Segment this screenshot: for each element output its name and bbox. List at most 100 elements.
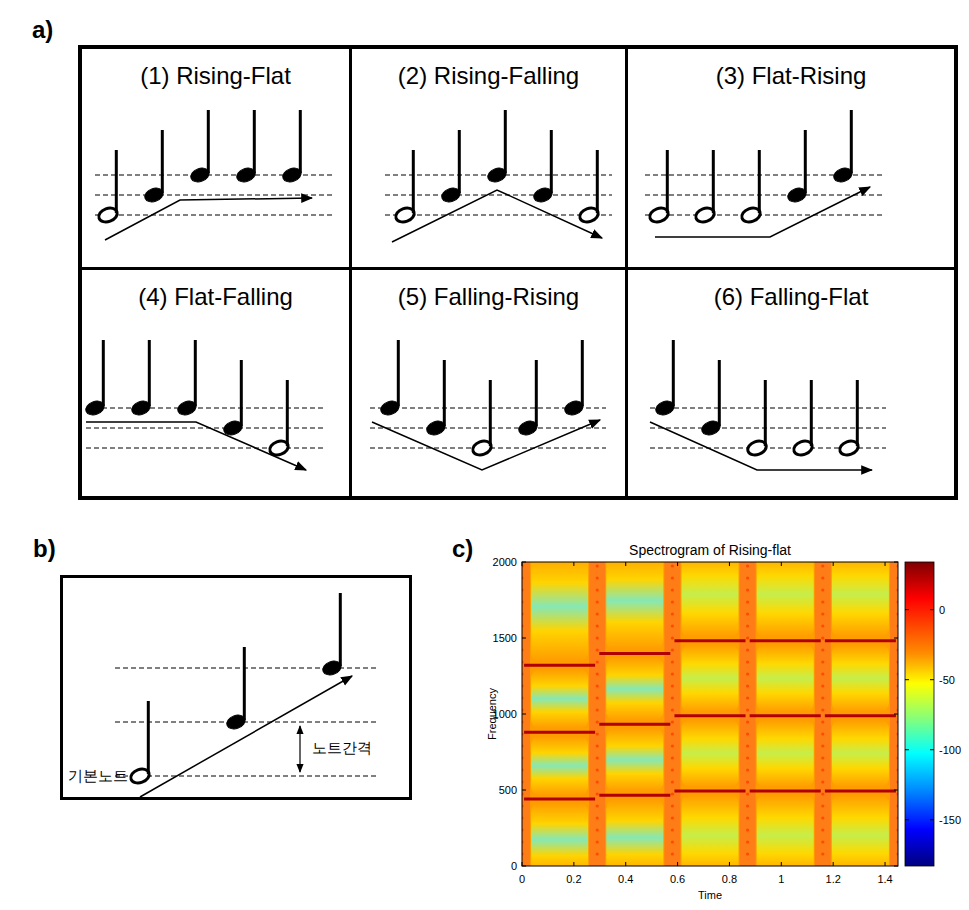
- onset-texture: [821, 612, 824, 615]
- onset-texture: [596, 768, 599, 771]
- staff-guide-line: [95, 215, 332, 216]
- tick-mark: [905, 679, 909, 680]
- onset-texture: [596, 804, 599, 807]
- note-stem: [194, 340, 197, 406]
- onset-texture: [821, 648, 824, 651]
- text-holder: 1: [778, 873, 784, 886]
- note-stem: [718, 360, 721, 426]
- onset-texture: [596, 780, 599, 783]
- text-holder: Time: [698, 889, 722, 902]
- note-stem: [443, 360, 446, 426]
- onset-texture: [821, 840, 824, 843]
- tick-mark: [781, 862, 782, 866]
- text-holder: 기본노트: [68, 766, 128, 786]
- axis-tick-label: 500: [499, 784, 517, 797]
- text-holder: (6) Falling-Flat: [628, 282, 954, 311]
- tick-mark: [905, 609, 909, 610]
- onset-texture: [671, 564, 674, 567]
- tick-mark: [894, 866, 898, 867]
- onset-texture: [821, 696, 824, 699]
- tick-mark: [573, 562, 574, 566]
- onset-band: [740, 562, 756, 866]
- text-holder: (4) Flat-Falling: [82, 282, 349, 311]
- onset-texture: [671, 600, 674, 603]
- axis-tick-label: 0: [519, 873, 525, 886]
- panel-frame: b)기본노트노트간격: [60, 575, 412, 800]
- harmonic-line: [674, 639, 745, 642]
- onset-band: [890, 562, 898, 866]
- note-stem: [207, 110, 210, 173]
- pattern-title: (2) Rising-Falling: [398, 61, 579, 90]
- onset-texture: [821, 708, 824, 711]
- onset-texture: [746, 816, 749, 819]
- onset-texture: [596, 840, 599, 843]
- text-holder: 0: [939, 603, 945, 616]
- onset-texture: [821, 588, 824, 591]
- contour-arrow: [392, 190, 602, 242]
- tick-mark: [522, 862, 523, 866]
- pattern-cell: (2) Rising-Falling: [352, 49, 628, 270]
- note-stem: [253, 110, 256, 173]
- onset-texture: [671, 756, 674, 759]
- onset-texture: [596, 660, 599, 663]
- axis-title: Time: [698, 889, 722, 902]
- onset-texture: [746, 612, 749, 615]
- text-holder: 0.8: [722, 873, 737, 886]
- tick-mark: [677, 862, 678, 866]
- note-stem: [147, 701, 150, 774]
- contour-arrow: [105, 198, 312, 240]
- text-holder: 노트간격: [312, 738, 372, 758]
- onset-texture: [821, 756, 824, 759]
- onset-texture: [596, 636, 599, 639]
- onset-texture: [596, 852, 599, 855]
- note-interval-illustration: [115, 593, 378, 797]
- text-holder: Frequency: [486, 688, 499, 740]
- onset-texture: [596, 708, 599, 711]
- text-holder: (3) Flat-Rising: [628, 61, 954, 90]
- note-stem: [764, 380, 767, 446]
- tick-mark: [625, 862, 626, 866]
- text-holder: (1) Rising-Flat: [82, 61, 349, 90]
- tick-mark: [905, 749, 909, 750]
- note-stem: [758, 150, 761, 213]
- onset-texture: [746, 756, 749, 759]
- onset-texture: [821, 720, 824, 723]
- onset-texture: [671, 576, 674, 579]
- onset-texture: [821, 624, 824, 627]
- text-holder: (5) Falling-Rising: [352, 282, 625, 311]
- onset-texture: [746, 840, 749, 843]
- staff-guide-line: [370, 428, 606, 429]
- onset-band: [815, 562, 831, 866]
- onset-texture: [821, 684, 824, 687]
- note-stem: [596, 150, 599, 213]
- text-holder: 2000: [493, 556, 517, 569]
- harmonic-line: [599, 652, 670, 655]
- plot-frame: [522, 562, 898, 866]
- onset-texture: [671, 660, 674, 663]
- onset-texture: [746, 732, 749, 735]
- note-stem: [581, 340, 584, 406]
- onset-texture: [821, 576, 824, 579]
- note-stem: [810, 380, 813, 446]
- onset-texture: [671, 852, 674, 855]
- onset-texture: [671, 720, 674, 723]
- onset-texture: [821, 816, 824, 819]
- onset-band: [522, 562, 530, 866]
- panel-frame: a)(1) Rising-Flat(2) Rising-Falling(3) F…: [78, 45, 958, 500]
- onset-texture: [596, 564, 599, 567]
- onset-texture: [671, 780, 674, 783]
- note-stem: [286, 380, 289, 446]
- note-label: 기본노트: [68, 766, 128, 786]
- note-stem: [489, 380, 492, 446]
- axis-tick-label: 1: [778, 873, 784, 886]
- spectral-gap: [681, 562, 738, 637]
- onset-texture: [596, 792, 599, 795]
- onset-texture: [596, 684, 599, 687]
- tick-mark: [833, 562, 834, 566]
- onset-texture: [746, 564, 749, 567]
- onset-texture: [821, 744, 824, 747]
- note-stem: [850, 110, 853, 173]
- onset-texture: [596, 696, 599, 699]
- staff-guide-line: [645, 215, 885, 216]
